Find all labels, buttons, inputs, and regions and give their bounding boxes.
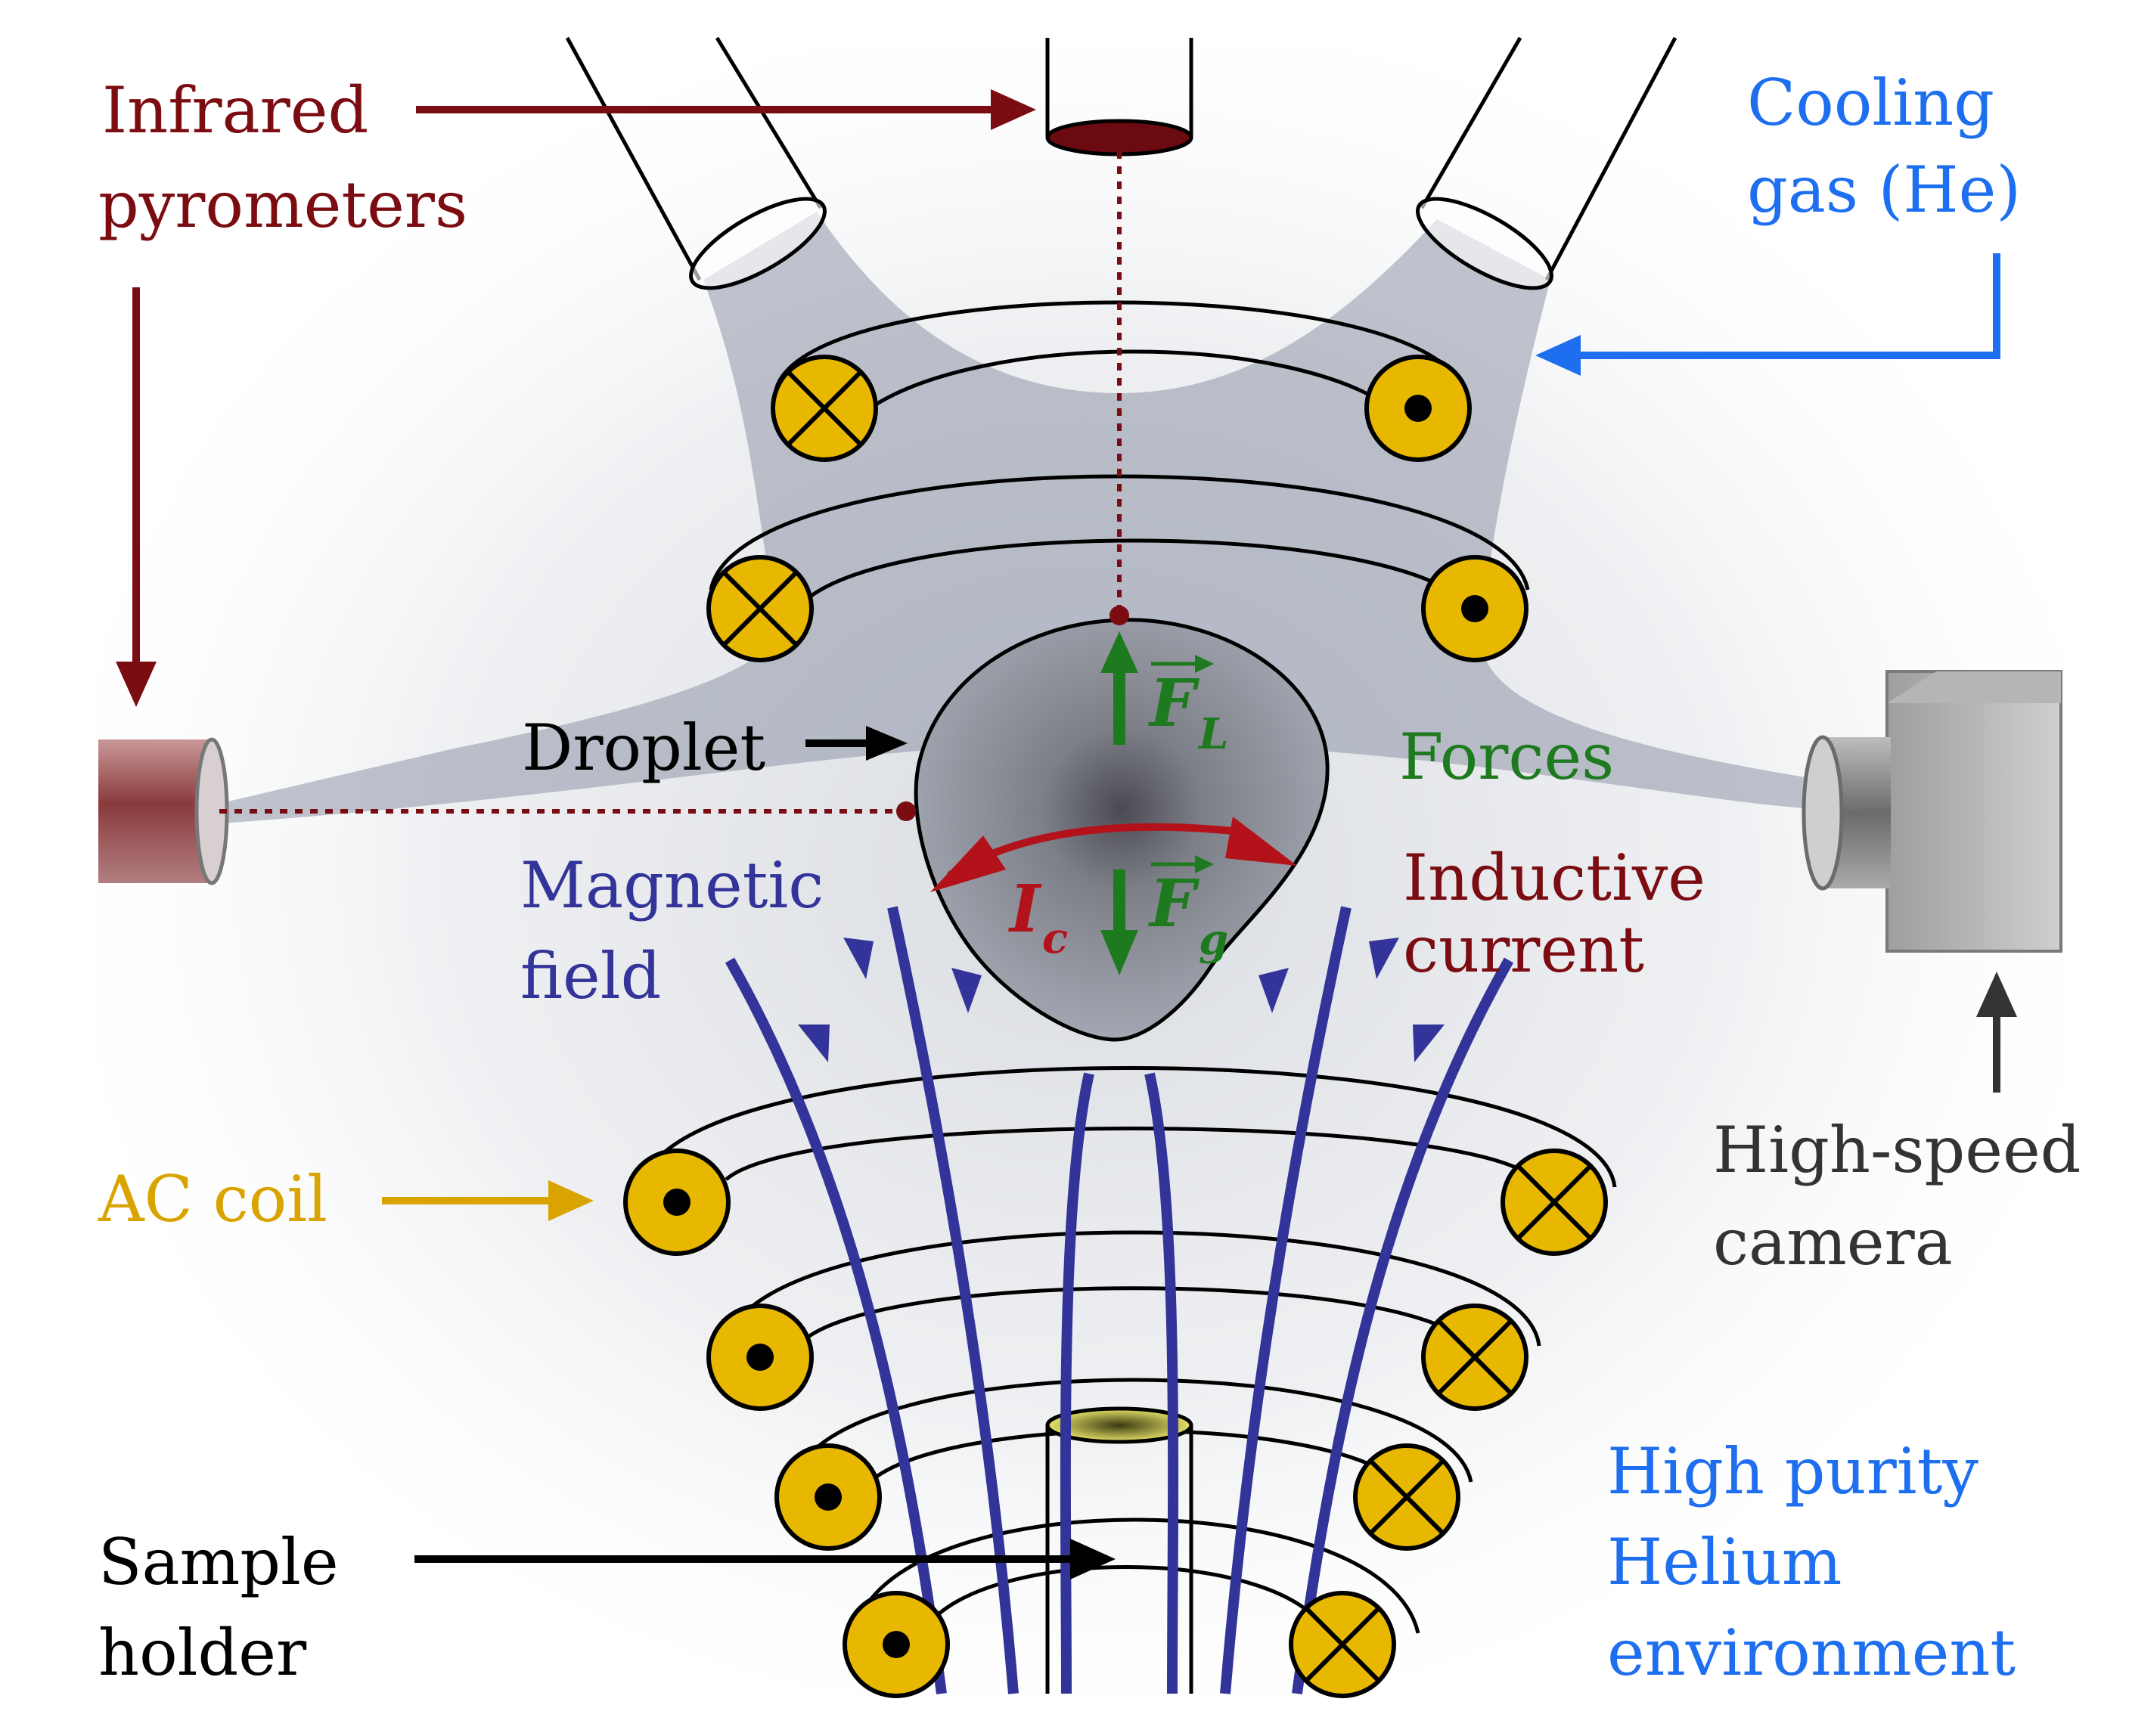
magnetic-field-lines	[725, 906, 1514, 1694]
dot-circle-icon	[1364, 355, 1472, 462]
dot-circle-icon	[1421, 555, 1528, 662]
environment-label-line1: High purity	[1607, 1434, 1978, 1508]
gravity-force-label: F g	[1147, 855, 1228, 965]
cooling-gas-label-line2: gas (He)	[1747, 153, 2021, 227]
pyrometer-beams	[219, 151, 1122, 814]
inductive-current-arrow	[930, 817, 1297, 892]
cross-circle-icon	[706, 555, 814, 662]
dot-circle-icon	[706, 1304, 814, 1411]
lorentz-force-arrow	[1100, 631, 1138, 745]
left-pyrometer	[98, 737, 229, 885]
camera-label-line2: camera	[1713, 1205, 1953, 1279]
dot-circle-icon	[774, 1443, 882, 1551]
inductive-current-label-line2: current	[1403, 913, 1644, 987]
svg-text:g: g	[1199, 915, 1228, 965]
dot-circle-icon	[843, 1591, 950, 1698]
cross-circle-icon	[1501, 1149, 1608, 1256]
cross-circle-icon	[771, 355, 878, 462]
environment-label-line2: Helium	[1607, 1525, 1842, 1599]
svg-text:F: F	[1147, 665, 1200, 742]
label-arrows	[116, 89, 2017, 1579]
sample-holder-label-line2: holder	[98, 1616, 307, 1690]
ac-coil-label: AC coil	[98, 1162, 327, 1236]
sample-holder-label-line1: Sample	[98, 1525, 339, 1599]
cooling-gas-label-line1: Cooling	[1747, 66, 1994, 140]
svg-text:c: c	[1042, 913, 1068, 963]
camera-label-line1: High-speed	[1713, 1113, 2081, 1187]
magnetic-field-label-line1: Magnetic	[520, 848, 824, 922]
high-speed-camera	[1802, 670, 2062, 953]
dot-circle-icon	[623, 1149, 731, 1256]
cross-circle-icon	[1421, 1304, 1528, 1411]
gas-nozzle-right	[1416, 36, 1677, 290]
pyrometers-label-line1: Infrared	[102, 73, 368, 147]
svg-text:F: F	[1147, 866, 1200, 942]
environment-label-line3: environment	[1607, 1616, 2016, 1690]
gravity-force-arrow	[1100, 870, 1138, 975]
lower-coil-bands	[641, 1066, 1617, 1634]
droplet-label: Droplet	[522, 711, 765, 785]
cross-circle-icon	[1289, 1591, 1396, 1698]
pyrometers-label-line2: pyrometers	[98, 168, 467, 242]
lorentz-force-label: F L	[1147, 655, 1228, 759]
magnetic-field-label-line2: field	[520, 939, 661, 1013]
top-focus-dot	[1110, 606, 1129, 625]
current-label: I c	[1007, 871, 1068, 963]
inductive-current-label-line1: Inductive	[1403, 841, 1705, 915]
cross-circle-icon	[1353, 1443, 1460, 1551]
coil-cross-sections	[623, 355, 1608, 1698]
forces-label: Forces	[1399, 720, 1614, 794]
svg-text:I: I	[1007, 871, 1042, 947]
gas-nozzle-left	[565, 36, 827, 290]
svg-text:L: L	[1197, 709, 1228, 759]
side-focus-dot	[896, 801, 916, 821]
magnetic-field-arrowheads	[798, 938, 1445, 1062]
